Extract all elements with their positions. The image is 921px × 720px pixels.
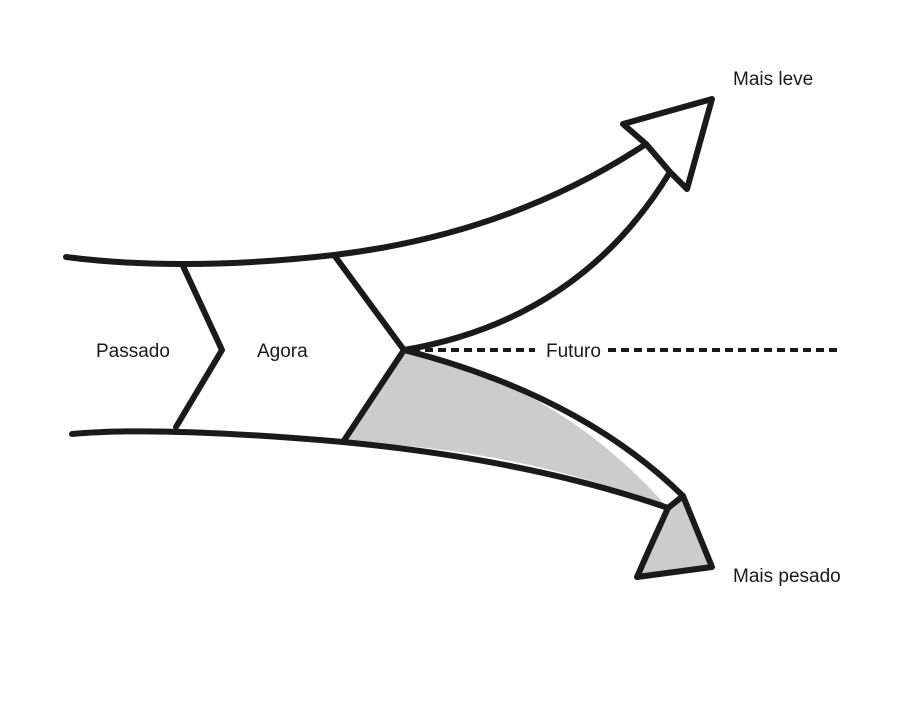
- lighter-label: Mais leve: [733, 69, 813, 90]
- lighter-branch-inner-curve: [401, 169, 673, 353]
- heavier-branch-fill: [343, 350, 712, 577]
- now-future-chevron: [331, 252, 407, 445]
- past-now-chevron: [173, 263, 225, 430]
- lighter-arrowhead: [620, 96, 715, 192]
- heavier-arrowhead: [634, 493, 715, 580]
- heavier-label: Mais pesado: [733, 566, 841, 587]
- past-label: Passado: [96, 341, 170, 362]
- future-label: Futuro: [546, 341, 601, 362]
- timeline-upper-boundary: [63, 141, 649, 268]
- now-label: Agora: [257, 341, 308, 362]
- heavier-branch-inner-curve: [401, 347, 686, 499]
